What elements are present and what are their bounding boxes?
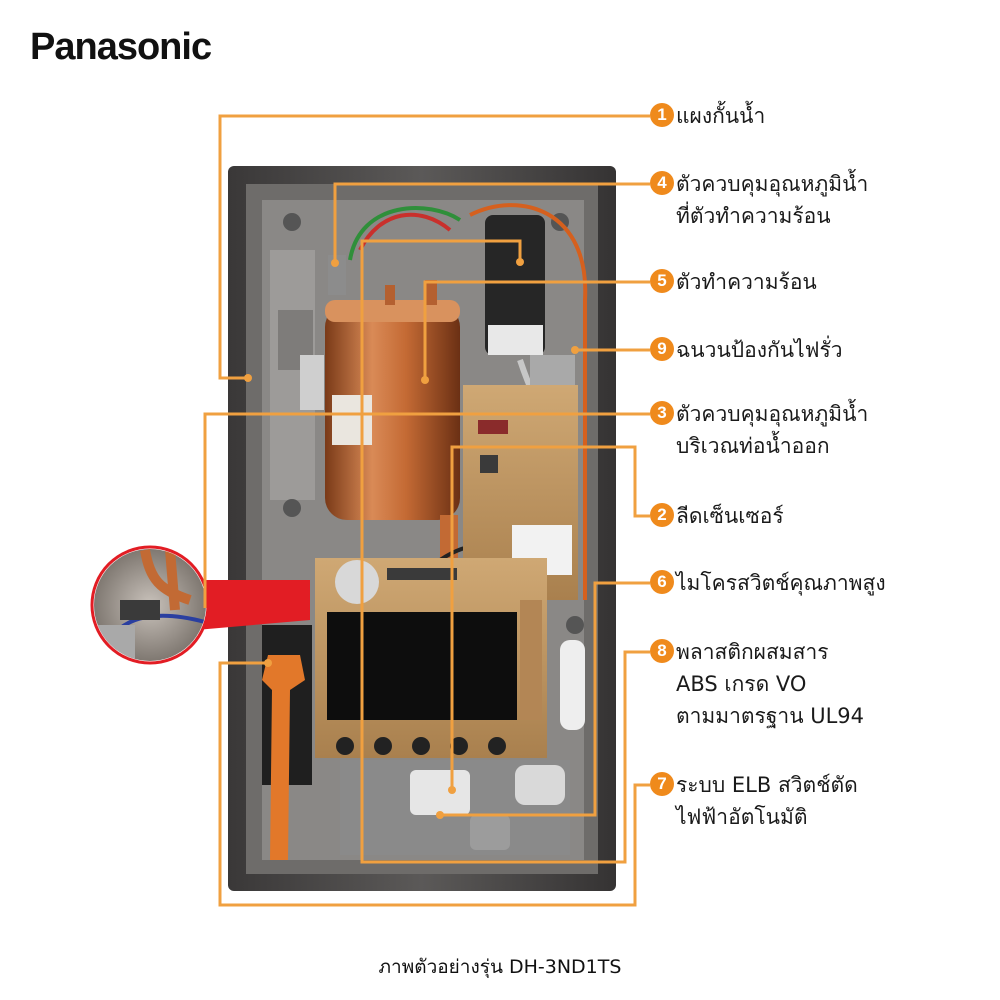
- callout-4: 4 ตัวควบคุมอุณหภูมิน้ำ ที่ตัวทำความร้อน: [650, 168, 868, 232]
- heating-tank: [325, 280, 460, 560]
- callout-5-line-1: ตัวทำความร้อน: [676, 270, 817, 294]
- callout-1: 1 แผงกั้นน้ำ: [650, 100, 765, 132]
- control-knobs: [336, 737, 506, 755]
- callout-8-line-1: พลาสติกผสมสาร: [676, 640, 829, 664]
- model-caption: ภาพตัวอย่างรุ่น DH-3ND1TS: [378, 956, 622, 978]
- callout-9: 9 ฉนวนป้องกันไฟรั่ว: [650, 334, 843, 366]
- callout-2-badge: 2: [650, 503, 674, 527]
- leader-lines: [203, 114, 650, 907]
- callout-7-line-2: ไฟฟ้าอัตโนมัติ: [676, 805, 808, 829]
- callout-3-badge: 3: [650, 401, 674, 425]
- callout-2: 2 ลีดเซ็นเซอร์: [650, 500, 784, 532]
- callout-5-badge: 5: [650, 269, 674, 293]
- callout-4-line-1: ตัวควบคุมอุณหภูมิน้ำ: [676, 172, 869, 196]
- leader-4: [333, 182, 650, 263]
- callout-9-line-1: ฉนวนป้องกันไฟรั่ว: [676, 338, 843, 362]
- elb-handle: [262, 655, 305, 860]
- callout-3-line-2: บริเวณท่อน้ำออก: [676, 434, 830, 458]
- bracket: [300, 355, 324, 410]
- callout-4-line-2: ที่ตัวทำความร้อน: [676, 204, 831, 228]
- callout-8-line-3: ตามมาตรฐาน UL94: [676, 704, 865, 728]
- isolation-insulator: [485, 215, 545, 355]
- callout-7-badge: 7: [650, 772, 674, 796]
- inset-pointer: [196, 580, 310, 630]
- callout-9-badge: 9: [650, 337, 674, 361]
- callout-2-line-1: ลีดเซ็นเซอร์: [676, 504, 784, 528]
- leader-3: [203, 412, 650, 608]
- sensor-detail-inset: [90, 545, 310, 665]
- callout-8-badge: 8: [650, 639, 674, 663]
- callout-7-line-1: ระบบ ELB สวิตช์ตัด: [676, 773, 858, 797]
- callout-6: 6 ไมโครสวิตช์คุณภาพสูง: [650, 567, 886, 599]
- leader-8: [360, 239, 650, 864]
- leader-5: [423, 280, 650, 380]
- callout-7: 7 ระบบ ELB สวิตช์ตัด ไฟฟ้าอัตโนมัติ: [650, 769, 858, 833]
- display-pcb: [315, 558, 547, 758]
- callout-3: 3 ตัวควบคุมอุณหภูมิน้ำ บริเวณท่อน้ำออก: [650, 398, 868, 462]
- callout-1-badge: 1: [650, 103, 674, 127]
- callout-6-line-1: ไมโครสวิตช์คุณภาพสูง: [676, 571, 886, 595]
- callout-4-badge: 4: [650, 171, 674, 195]
- leader-7: [218, 661, 650, 907]
- callout-1-line-1: แผงกั้นน้ำ: [676, 104, 766, 128]
- callout-8: 8 พลาสติกผสมสาร ABS เกรด VO ตามมาตรฐาน U…: [650, 636, 864, 732]
- callout-6-badge: 6: [650, 570, 674, 594]
- leader-2: [450, 445, 650, 790]
- leader-dots: [244, 258, 579, 819]
- callout-8-line-2: ABS เกรด VO: [676, 672, 807, 696]
- callout-5: 5 ตัวทำความร้อน: [650, 266, 817, 298]
- brand-logo: Panasonic: [30, 26, 212, 68]
- callout-3-line-1: ตัวควบคุมอุณหภูมิน้ำ: [676, 402, 869, 426]
- leader-6: [440, 581, 650, 817]
- leader-1: [218, 114, 650, 380]
